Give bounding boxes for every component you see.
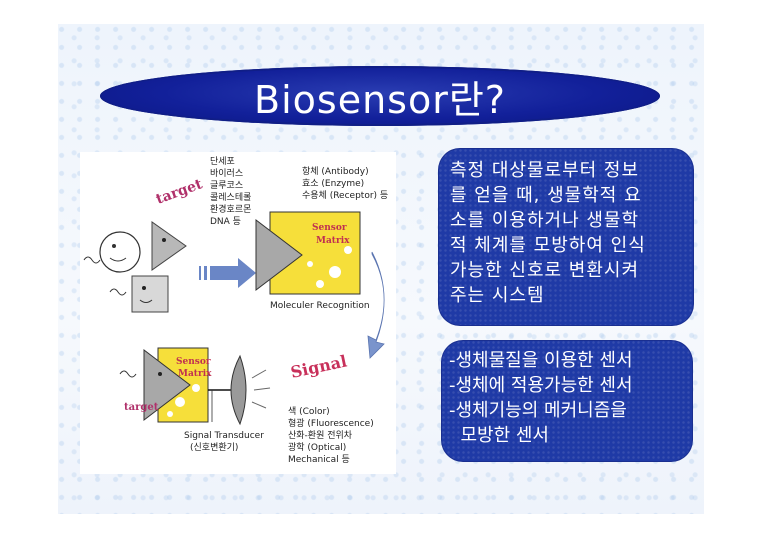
- diagram-svg: target 단세포 바이러스 글루코스 콜레스테롤 환경호르몬 DNA 등 항…: [83, 156, 388, 465]
- target-list-item: 환경호르몬: [210, 203, 251, 215]
- definition-line: 측정 대상물로부터 정보: [450, 160, 640, 181]
- sensor-matrix-1: Sensor Matrix: [255, 211, 361, 295]
- definition-line: 가능한 신호로 변환시켜: [450, 260, 640, 281]
- sensor-label: Sensor: [312, 223, 347, 233]
- sensor-type-line: 모방한 센서: [449, 425, 549, 446]
- sensor-label: Sensor: [176, 357, 211, 367]
- signal-list-item: Mechanical 등: [288, 454, 350, 465]
- target-list-item: 바이러스: [210, 168, 243, 179]
- signal-word: Signal: [289, 351, 349, 381]
- target-list-item: 글루코스: [210, 180, 243, 191]
- receptor-list-item: 효소 (Enzyme): [302, 178, 364, 189]
- definition-line: 소를 이용하거나 생물학: [450, 210, 640, 231]
- target-list-item: DNA 등: [210, 216, 241, 227]
- matrix-label: Matrix: [316, 236, 350, 246]
- matrix-label: Matrix: [178, 369, 212, 379]
- title-banner: Biosensor란?: [100, 66, 660, 126]
- receptor-list-item: 수용체 (Receptor) 등: [302, 190, 388, 201]
- recognition-label: Moleculer Recognition: [270, 301, 370, 311]
- signal-list-item: 산화-환원 전위차: [288, 429, 353, 441]
- signal-transducer-icon: [211, 354, 271, 426]
- signal-list-item: 색 (Color): [288, 406, 330, 417]
- definition-line: 적 체계를 모방하여 인식: [450, 235, 646, 256]
- sensor-type-line: -생체기능의 메커니즘을: [449, 400, 627, 421]
- target-list: 단세포 바이러스 글루코스 콜레스테롤 환경호르몬 DNA 등: [210, 156, 251, 227]
- definition-box: 측정 대상물로부터 정보 를 얻을 때, 생물학적 요 소를 이용하거나 생물학…: [438, 148, 694, 326]
- sensor-type-line: -생체물질을 이용한 센서: [449, 350, 633, 371]
- right-arrow-icon: [199, 258, 256, 288]
- round-target-icon: [83, 231, 141, 273]
- signal-list: 색 (Color) 형광 (Fluorescence) 산화-환원 전위차 광학…: [288, 406, 374, 465]
- signal-list-item: 형광 (Fluorescence): [288, 417, 374, 429]
- slide-title: Biosensor란?: [254, 77, 506, 122]
- transducer-sublabel: (신호변환기): [190, 441, 238, 453]
- sensor-matrix-2: Sensor Matrix target: [119, 347, 212, 423]
- transducer-label: Signal Transducer: [184, 431, 264, 441]
- receptor-list: 항체 (Antibody) 효소 (Enzyme) 수용체 (Receptor)…: [302, 166, 388, 201]
- definition-line: 주는 시스템: [450, 285, 545, 306]
- target-list-item: 단세포: [210, 156, 235, 167]
- biosensor-diagram: target 단세포 바이러스 글루코스 콜레스테롤 환경호르몬 DNA 등 항…: [80, 152, 396, 474]
- target-list-item: 콜레스테롤: [210, 192, 251, 203]
- definition-line: 를 얻을 때, 생물학적 요: [450, 185, 642, 206]
- signal-list-item: 광학 (Optical): [288, 441, 346, 453]
- square-target-icon: [109, 275, 169, 313]
- sensor-type-line: -생체에 적용가능한 센서: [449, 375, 633, 396]
- target-word: target: [154, 176, 205, 208]
- sensor-types-box: -생체물질을 이용한 센서 -생체에 적용가능한 센서 -생체기능의 메커니즘을…: [441, 340, 693, 462]
- curved-arrow-icon: [367, 251, 385, 359]
- receptor-list-item: 항체 (Antibody): [302, 166, 369, 177]
- target-pyramid-icon: [151, 221, 187, 271]
- target-word: target: [124, 402, 159, 413]
